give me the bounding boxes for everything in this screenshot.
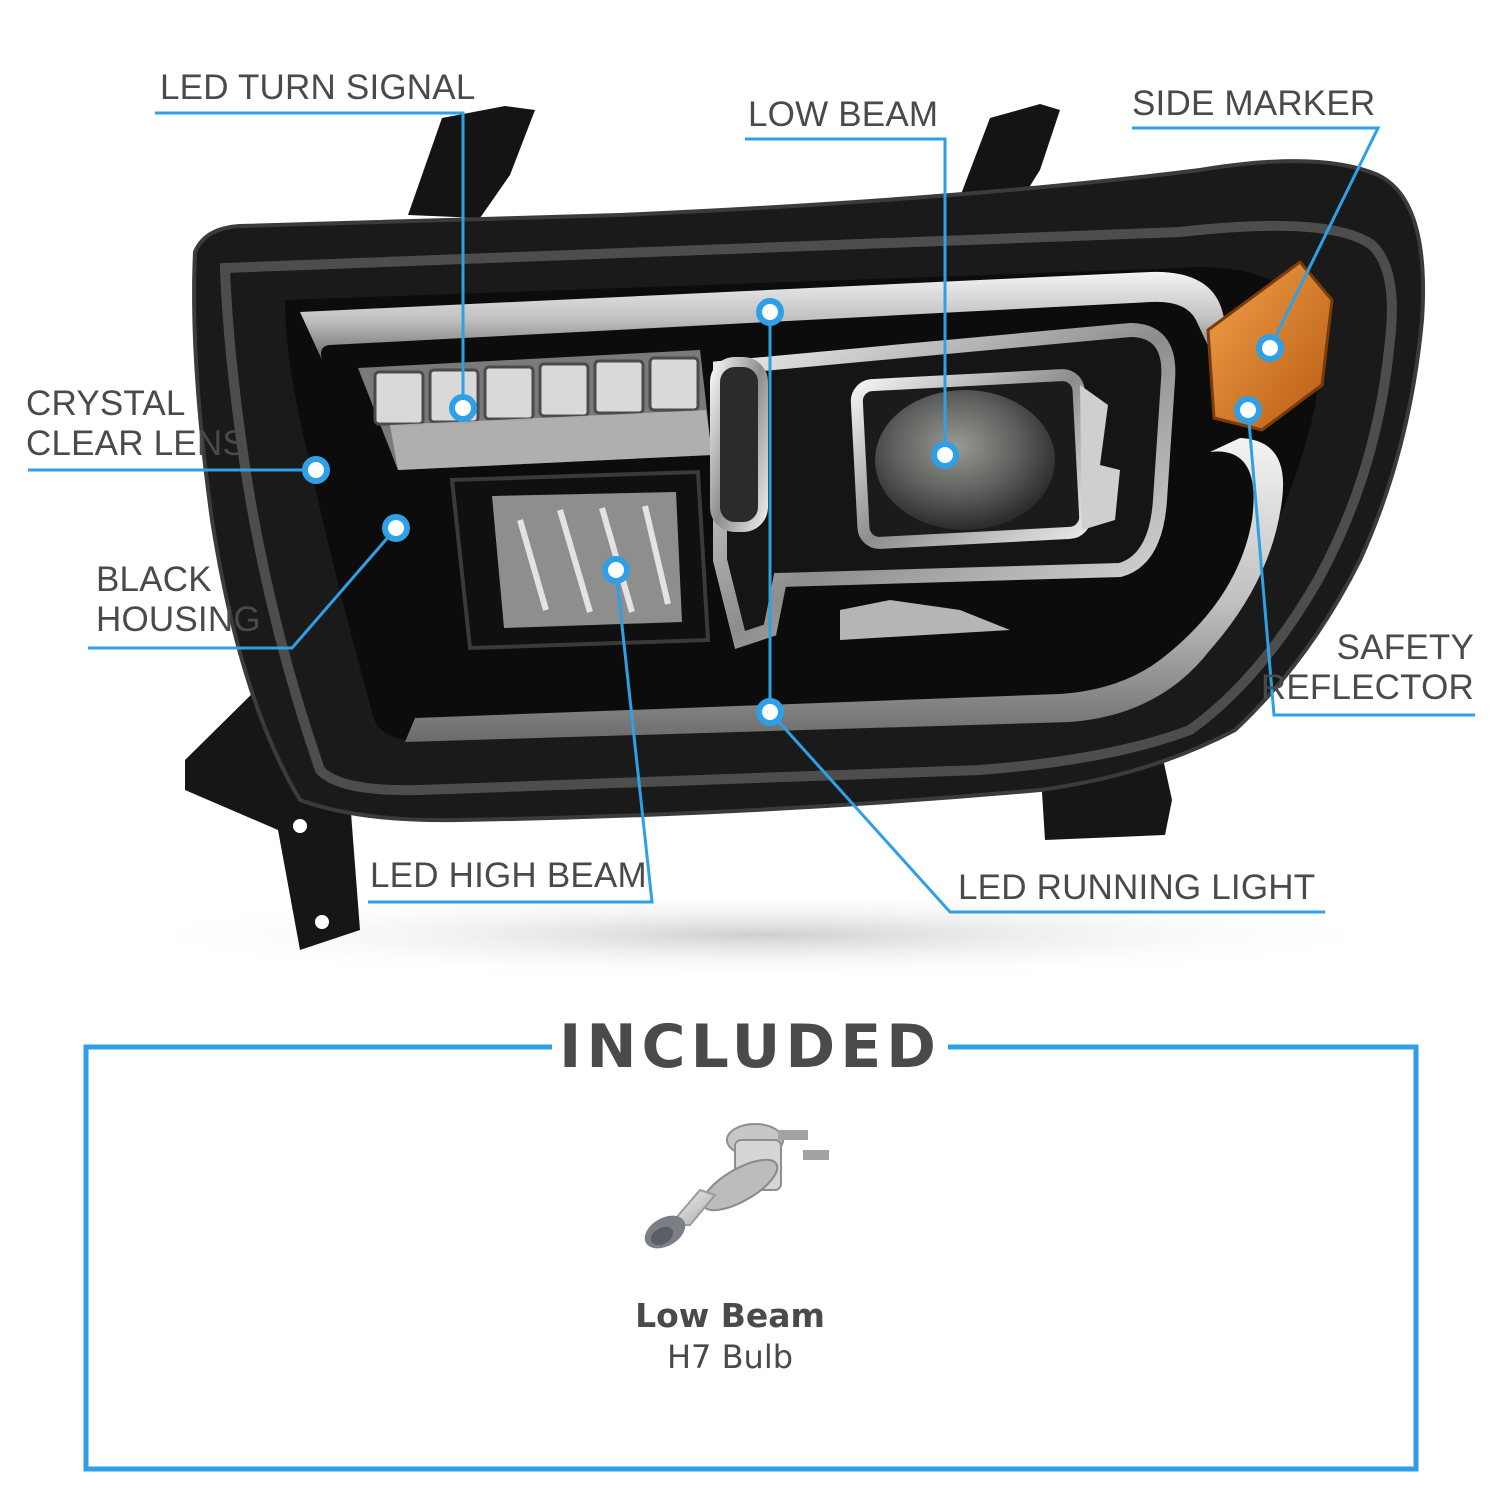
- label-line: REFLECTOR: [1260, 668, 1474, 707]
- callout-markers: [302, 298, 1284, 726]
- label-side-marker: SIDE MARKER: [1132, 84, 1376, 123]
- label-safety-reflector: SAFETY REFLECTOR: [1250, 628, 1474, 708]
- marker-low-beam: [931, 441, 959, 469]
- label-line: SAFETY: [1336, 628, 1474, 667]
- marker-turn-signal: [449, 394, 477, 422]
- marker-black-housing: [382, 514, 410, 542]
- label-led-running-light: LED RUNNING LIGHT: [958, 868, 1316, 907]
- lower-reflector: [840, 600, 1010, 640]
- marker-crystal-lens: [302, 456, 330, 484]
- label-line: CRYSTAL: [26, 384, 186, 423]
- projector-lens: [875, 390, 1055, 530]
- turn-signal-segments: [373, 356, 700, 426]
- marker-side-marker: [1256, 334, 1284, 362]
- mount-tab-center: [955, 104, 1060, 210]
- marker-safety-reflector: [1234, 396, 1262, 424]
- label-black-housing: BLACK HOUSING: [96, 560, 261, 640]
- lens-rim: [219, 220, 1397, 796]
- mount-tab-left: [408, 106, 535, 218]
- included-box: [83, 1044, 1419, 1472]
- included-item-name: Low Beam: [635, 1296, 825, 1335]
- label-low-beam: LOW BEAM: [748, 95, 939, 134]
- marker-high-beam: [602, 556, 630, 584]
- bracket-hole-top: [293, 819, 307, 833]
- included-title: INCLUDED: [552, 1010, 948, 1084]
- marker-running-light-top: [756, 298, 784, 326]
- label-line: HOUSING: [96, 600, 261, 639]
- turn-signal-lower: [390, 410, 712, 470]
- projector-bracket: [1080, 385, 1120, 530]
- label-crystal-clear-lens: CRYSTAL CLEAR LENS: [26, 384, 246, 464]
- included-item-type: H7 Bulb: [666, 1338, 794, 1376]
- marker-running-light-bottom: [756, 698, 784, 726]
- label-line: BLACK: [96, 560, 212, 599]
- bracket-hole-bottom: [315, 915, 329, 929]
- callout-lines: [28, 111, 1475, 914]
- label-line: CLEAR LENS: [26, 424, 246, 463]
- label-led-high-beam: LED HIGH BEAM: [370, 856, 647, 895]
- chrome-pillar: [710, 357, 768, 532]
- label-led-turn-signal: LED TURN SIGNAL: [160, 68, 476, 107]
- h7-bulb-image: [644, 1123, 829, 1249]
